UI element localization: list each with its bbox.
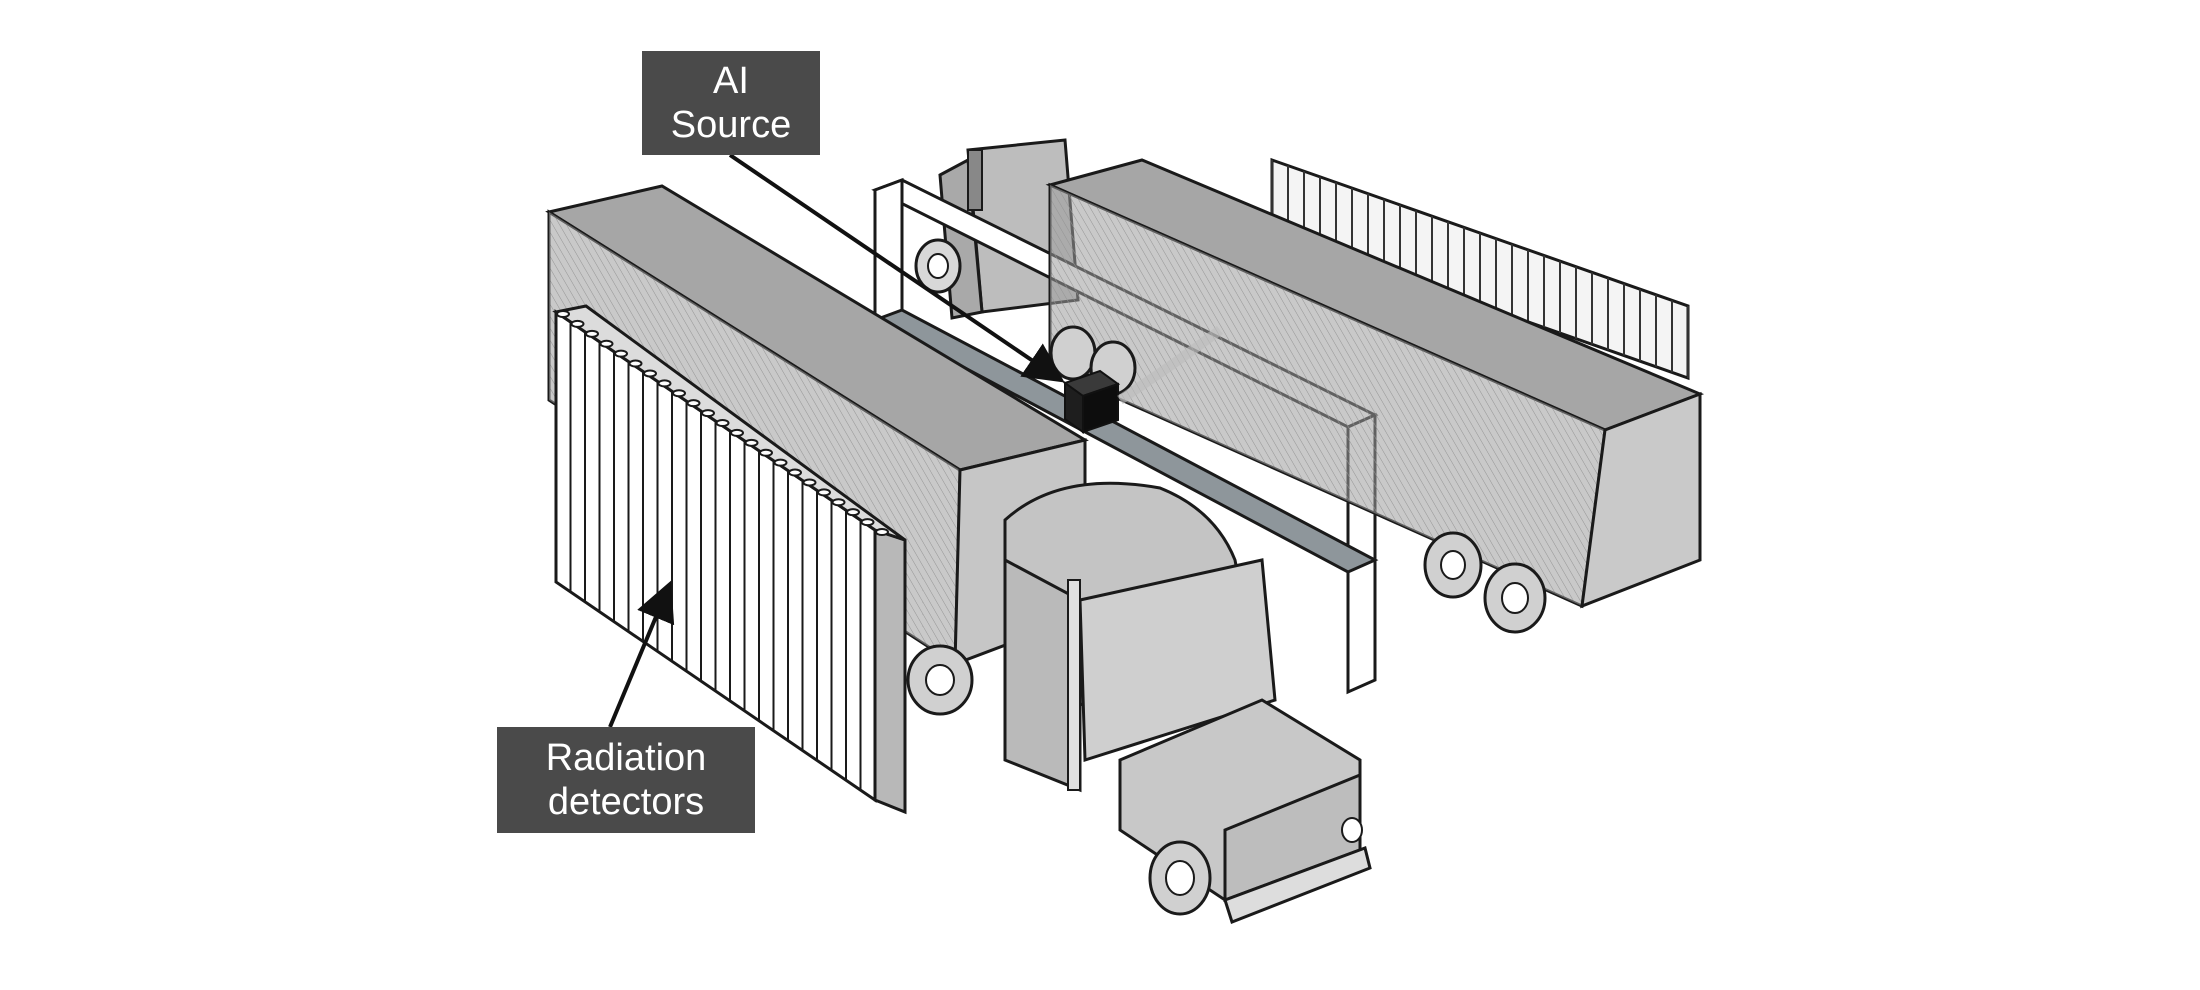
detector-tube-cap [759,448,773,457]
detector-tube-cap [831,498,846,507]
detector-tube-cap [556,310,570,318]
detector-tube-cap [686,399,701,408]
back-trailer-wheels [1049,325,1547,634]
detector-tube-cap [570,319,585,328]
ai-source-pointer-arrow [728,153,1065,383]
detector-tube-cap [715,419,730,427]
radiation-detectors-label-line1: Radiation [545,737,707,779]
ai-source-label: AI Source [642,51,820,155]
ai-source-label-line1: AI [713,60,749,102]
radiation-detectors-label-line2: detectors [547,781,705,823]
detector-tube-cap [875,528,889,536]
ai-source-label-line2: Source [670,104,792,146]
radiation-detectors-label: Radiation detectors [497,727,755,833]
detector-tube-cap [657,379,672,388]
detector-tube-cap [628,359,643,368]
radiation-detectors-pointer-arrow [608,580,675,728]
ai-source-block [1062,325,1223,434]
detector-tube-cap [802,478,817,487]
back-radiation-detector-wall [1270,157,1690,381]
back-trailer [1045,158,1705,634]
detector-tube-cap [599,339,614,348]
front-truck-cab [1003,481,1372,924]
detector-tube-cap [860,518,875,527]
detector-tube-cap [744,438,759,447]
detector-tube-cap [788,468,802,477]
detector-tube-cap [773,458,788,467]
detector-tube-cap [701,409,715,418]
detector-tube-cap [846,508,860,517]
front-radiation-detector-wall [552,304,907,815]
detector-tube-cap [585,329,599,338]
detector-tube-cap [817,488,831,497]
detector-tube-cap [672,389,686,398]
detector-tube-cap [614,349,628,358]
detector-tube-cap [643,369,657,378]
detector-tube-cap [730,428,744,437]
